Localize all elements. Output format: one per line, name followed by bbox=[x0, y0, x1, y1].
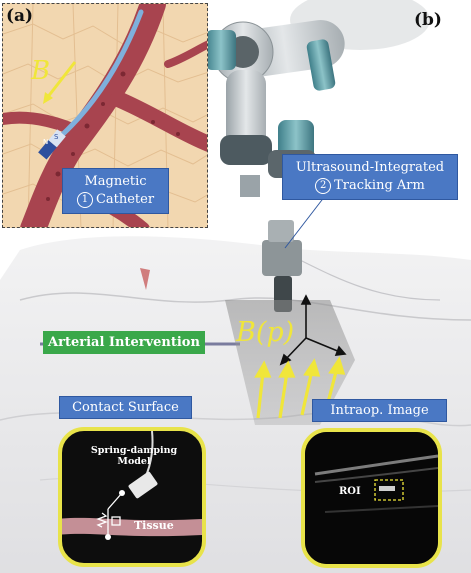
field-at-point-label: B(p) bbox=[236, 317, 294, 348]
intraop-image-label: Intraop. Image bbox=[312, 399, 447, 422]
arm-number-badge: 2 bbox=[315, 178, 331, 194]
catheter-label-word: Catheter bbox=[96, 192, 154, 207]
catheter-label-line1: Magnetic bbox=[63, 173, 168, 191]
panel-a-label: (a) bbox=[6, 6, 33, 26]
field-b-symbol: B bbox=[31, 56, 50, 86]
catheter-number-badge: 1 bbox=[77, 192, 93, 208]
tissue-label: Tissue bbox=[134, 519, 174, 532]
contact-surface-label: Contact Surface bbox=[59, 396, 192, 419]
spring-model-label: Spring-damping Model bbox=[86, 445, 182, 467]
intraop-image-inset: ROI bbox=[301, 428, 442, 568]
arterial-intervention-label: Arterial Intervention bbox=[43, 331, 205, 354]
roi-label: ROI bbox=[339, 486, 361, 497]
spring-model-line1: Spring-damping bbox=[86, 445, 182, 456]
arm-label-word: Tracking Arm bbox=[334, 178, 425, 193]
magnet-s-label: S bbox=[54, 133, 58, 141]
arm-label-line1: Ultrasound-Integrated bbox=[283, 159, 457, 177]
magnet-n-label: N bbox=[43, 138, 48, 146]
probe-holder bbox=[262, 240, 302, 276]
contact-surface-inset: Spring-damping Model Tissue bbox=[58, 427, 206, 567]
spring-model-line2: Model bbox=[86, 456, 182, 467]
ultrasound-image bbox=[305, 432, 438, 564]
panel-b-label: (b) bbox=[414, 10, 442, 30]
